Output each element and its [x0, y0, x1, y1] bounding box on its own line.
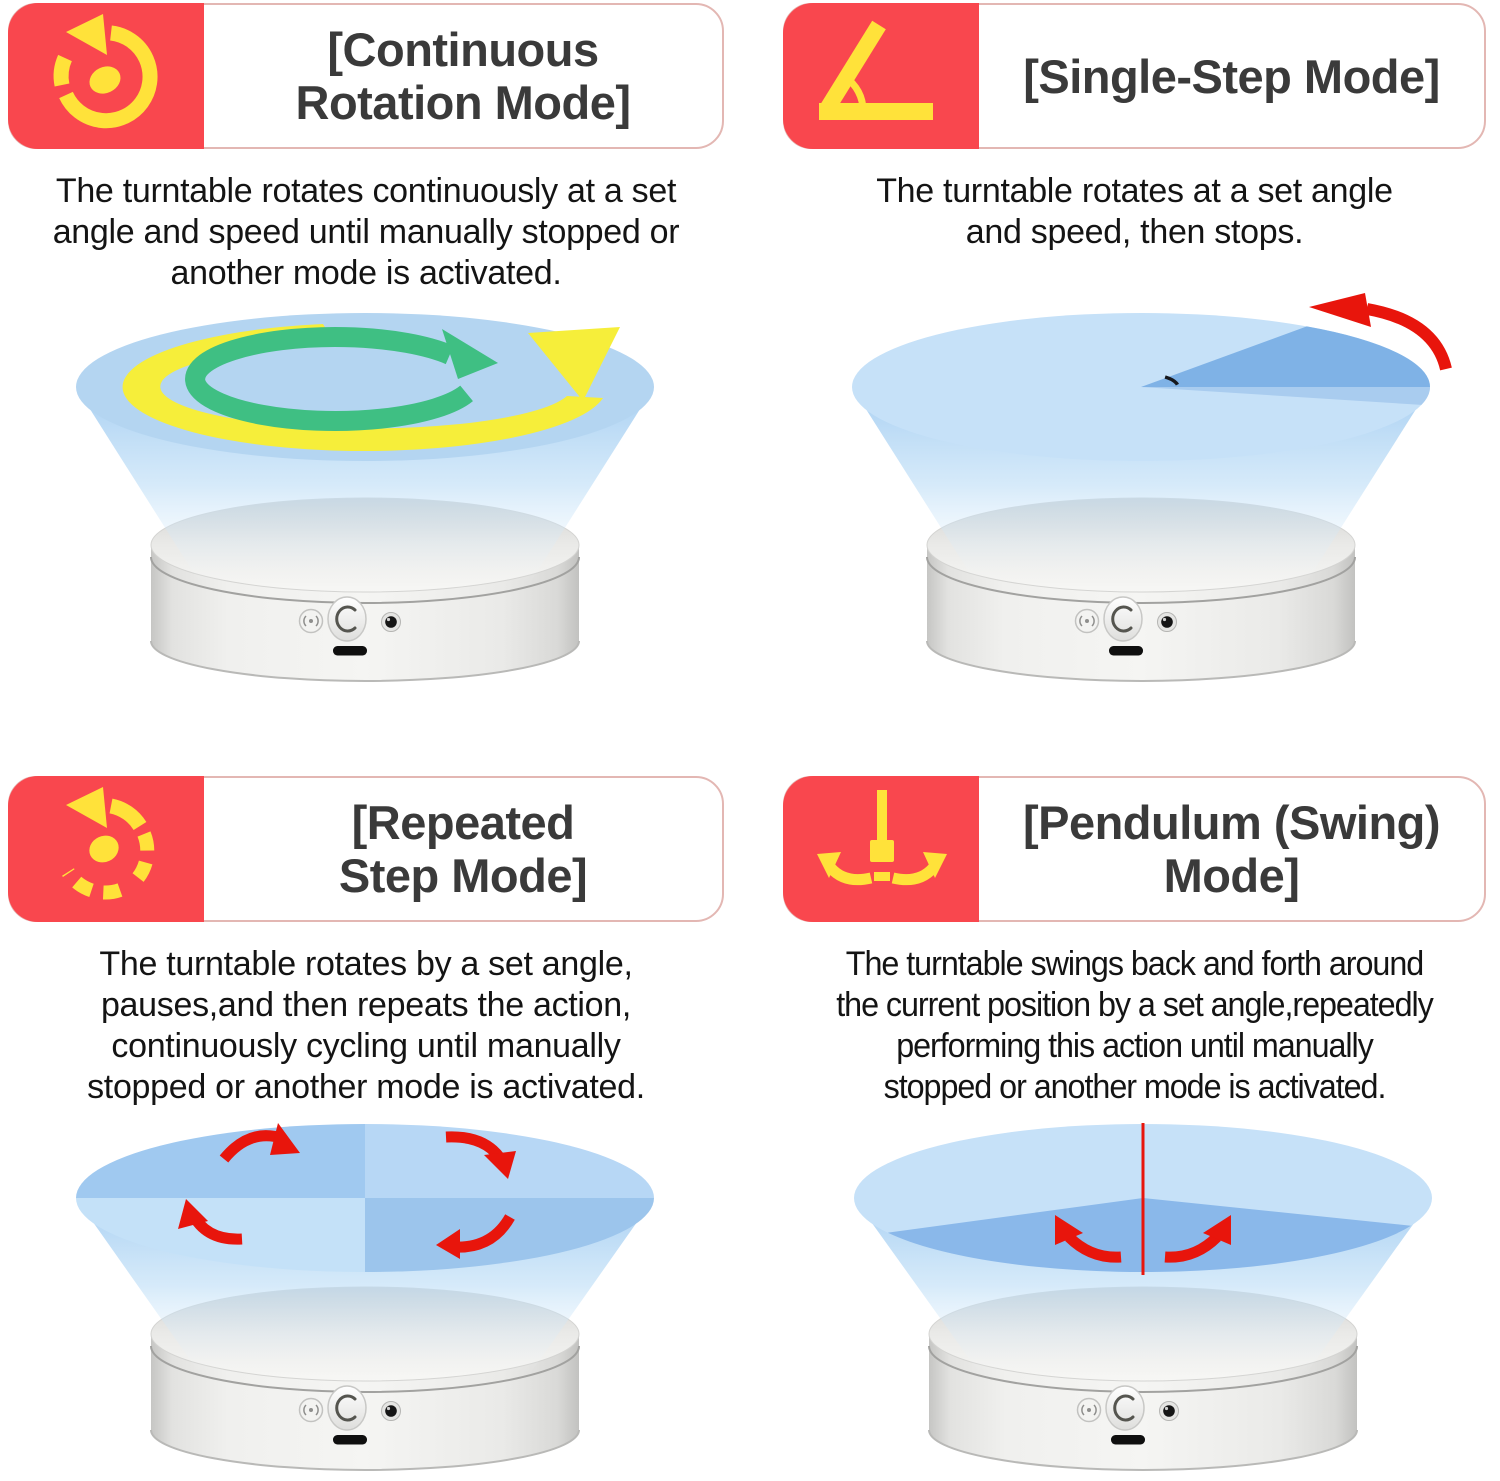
title-line: [Continuous — [327, 23, 599, 76]
red-step-arrow — [1365, 303, 1452, 371]
panel-single-step: [Single-Step Mode] The turntable rotates… — [783, 3, 1486, 713]
single-step-icon — [819, 20, 933, 120]
repeated-step-icon — [62, 787, 155, 900]
mode-header: [Continuous Rotation Mode] — [8, 3, 724, 149]
description-line: The turntable rotates continuously at a … — [55, 172, 677, 210]
mode-description: The turntable rotates at a set angle and… — [783, 171, 1486, 253]
mode-title: [Continuous Rotation Mode] — [204, 5, 722, 147]
panel-pendulum-swing: [Pendulum (Swing) Mode] The turntable sw… — [783, 776, 1486, 1481]
angle-mark — [1164, 375, 1179, 386]
description-line: another mode is activated. — [170, 254, 562, 292]
mode-description: The turntable rotates continuously at a … — [8, 171, 724, 294]
description-line: and speed, then stops. — [965, 213, 1304, 251]
pendulum-swing-icon — [817, 790, 947, 886]
green-rotation-arrow — [185, 327, 473, 431]
description-line: stopped or another mode is activated. — [87, 1068, 645, 1106]
mode-badge — [8, 3, 204, 149]
mode-badge — [8, 776, 204, 922]
mode-header: [Repeated Step Mode] — [8, 776, 724, 922]
title-line: [Repeated — [351, 796, 575, 849]
description-line: pauses,and then repeats the action, — [100, 986, 632, 1024]
single-step-illustration — [852, 293, 1452, 683]
title-line: Step Mode] — [338, 849, 588, 902]
description-line: The turntable rotates by a set angle, — [99, 945, 633, 983]
mode-title: [Pendulum (Swing) Mode] — [979, 778, 1484, 920]
title-line: Rotation Mode] — [295, 76, 632, 129]
step-sliver — [1141, 387, 1430, 405]
title-line: [Pendulum (Swing) — [1022, 796, 1441, 849]
mode-badge — [783, 776, 979, 922]
continuous-rotation-illustration — [76, 313, 654, 683]
mode-description: The turntable swings back and forth arou… — [801, 944, 1469, 1108]
mode-header: [Pendulum (Swing) Mode] — [783, 776, 1486, 922]
description-line: continuously cycling until manually — [111, 1027, 621, 1065]
mode-title: [Single-Step Mode] — [979, 5, 1484, 147]
pendulum-swing-illustration — [854, 1123, 1432, 1472]
panel-repeated-step: [Repeated Step Mode] The turntable rotat… — [8, 776, 724, 1481]
description-line: performing this action until manually — [896, 1027, 1374, 1065]
description-line: the current position by a set angle,repe… — [836, 986, 1434, 1024]
continuous-rotation-icon — [53, 14, 158, 129]
title-line: Mode] — [1163, 849, 1300, 902]
description-line: angle and speed until manually stopped o… — [52, 213, 680, 251]
description-line: The turntable swings back and forth arou… — [845, 945, 1424, 983]
panel-continuous-rotation: [Continuous Rotation Mode] The turntable… — [8, 3, 724, 713]
description-line: The turntable rotates at a set angle — [876, 172, 1393, 210]
mode-description: The turntable rotates by a set angle, pa… — [8, 944, 724, 1108]
mode-badge — [783, 3, 979, 149]
description-line: stopped or another mode is activated. — [883, 1068, 1387, 1106]
mode-header: [Single-Step Mode] — [783, 3, 1486, 149]
mode-title: [Repeated Step Mode] — [204, 778, 722, 920]
title-line: [Single-Step Mode] — [1023, 49, 1440, 103]
swing-wedge — [887, 1198, 1411, 1272]
repeated-step-illustration — [76, 1123, 654, 1472]
step-wedge — [1141, 326, 1430, 387]
